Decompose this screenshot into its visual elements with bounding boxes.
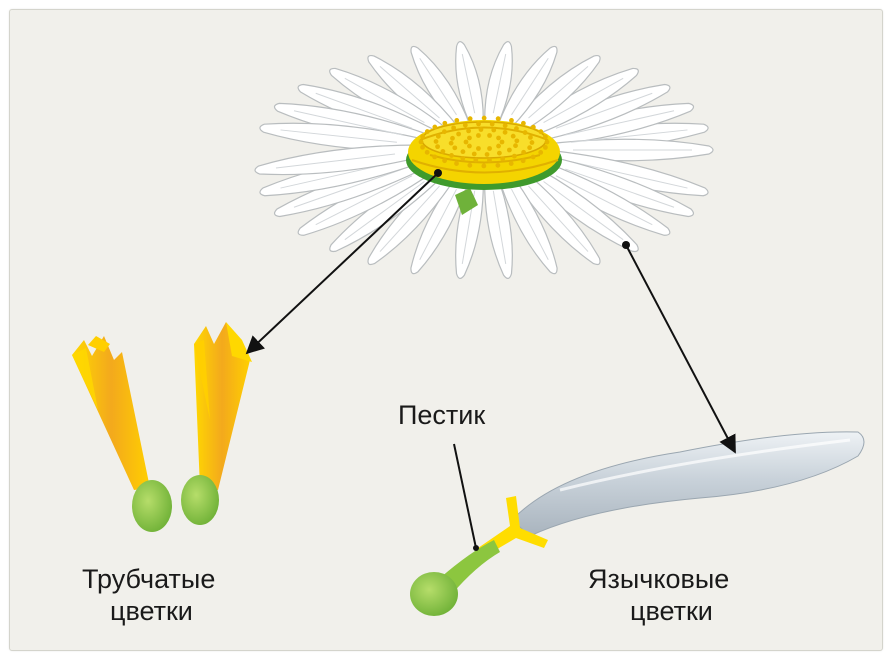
arrow-to-ligulate-flower (626, 245, 735, 452)
ligulate-ovary (410, 572, 458, 616)
daisy-flower-head (255, 42, 713, 279)
tubular-flower-left (72, 336, 172, 532)
ligulate-flowers-label-line2: цветки (630, 596, 713, 626)
tubular-flowers-label-line2: цветки (110, 596, 193, 626)
pistil-leader-line (454, 444, 476, 548)
tubular-flowers-label-line1: Трубчатые (82, 564, 215, 594)
ovary-left (132, 480, 172, 532)
pistil-label: Пестик (398, 400, 485, 430)
tubular-flower-right (181, 322, 252, 525)
ovary-right (181, 475, 219, 525)
ligulate-flowers-label-line1: Язычковые (588, 564, 729, 594)
